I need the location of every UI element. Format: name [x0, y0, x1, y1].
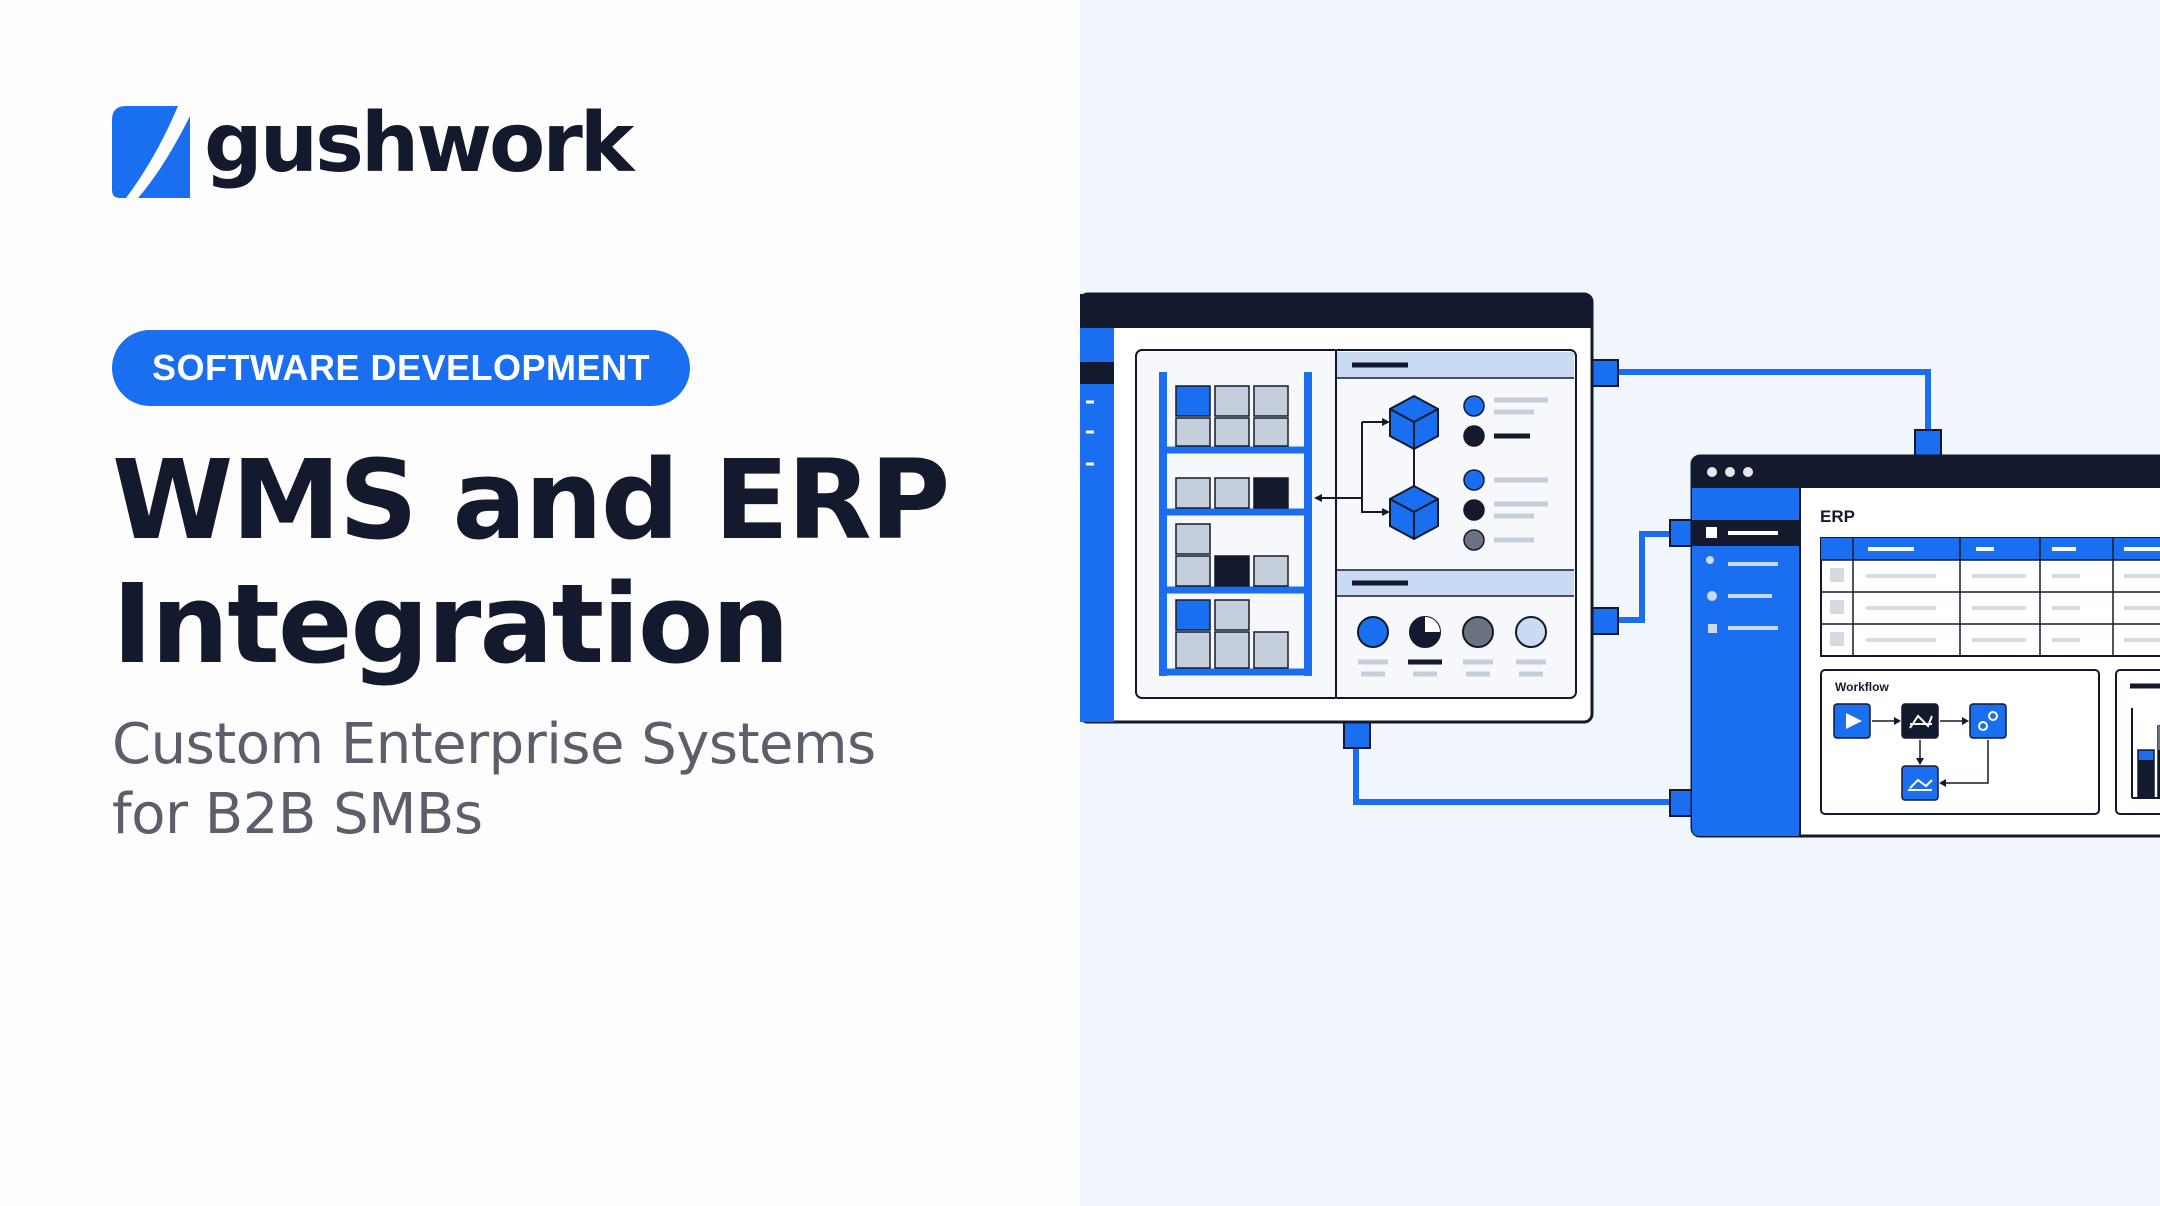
- gears-icon: [1978, 711, 1998, 731]
- cube-icon: [1389, 484, 1439, 541]
- hero-text-panel: gushwork SOFTWARE DEVELOPMENT WMS and ER…: [112, 96, 1042, 850]
- erp-title: ERP: [1820, 507, 1855, 526]
- illustration-panel: ERP: [1080, 0, 2160, 1206]
- title-line-2: Integration: [112, 560, 790, 688]
- page-subtitle: Custom Enterprise Systems for B2B SMBs: [112, 710, 1042, 850]
- gushwork-logo-icon: [112, 106, 190, 198]
- bar-chart-icon: [2115, 669, 2160, 815]
- category-badge: SOFTWARE DEVELOPMENT: [112, 330, 691, 406]
- subtitle-line-2: for B2B SMBs: [112, 782, 483, 847]
- play-icon: [1846, 713, 1862, 729]
- integration-illustration: ERP: [1080, 292, 2160, 838]
- integration-connectors: [1353, 369, 1931, 805]
- pie-chart-icon: [1425, 617, 1440, 632]
- warehouse-shelf-icon: [1159, 372, 1312, 676]
- brand-name: gushwork: [204, 96, 634, 191]
- erp-table: [1820, 537, 2160, 657]
- page-title: WMS and ERP Integration: [112, 438, 1042, 686]
- title-line-1: WMS and ERP: [112, 436, 950, 564]
- erp-window: ERP: [1690, 454, 2160, 838]
- handshake-icon: [1908, 778, 1933, 791]
- subtitle-line-1: Custom Enterprise Systems: [112, 712, 876, 777]
- shuffle-icon: [1909, 714, 1933, 729]
- brand-logo[interactable]: gushwork: [112, 96, 634, 200]
- workflow-label: Workflow: [1835, 680, 1889, 694]
- wms-window: [1080, 292, 1594, 724]
- cube-icon: [1389, 394, 1439, 451]
- workflow-panel: Workflow: [1820, 669, 2100, 815]
